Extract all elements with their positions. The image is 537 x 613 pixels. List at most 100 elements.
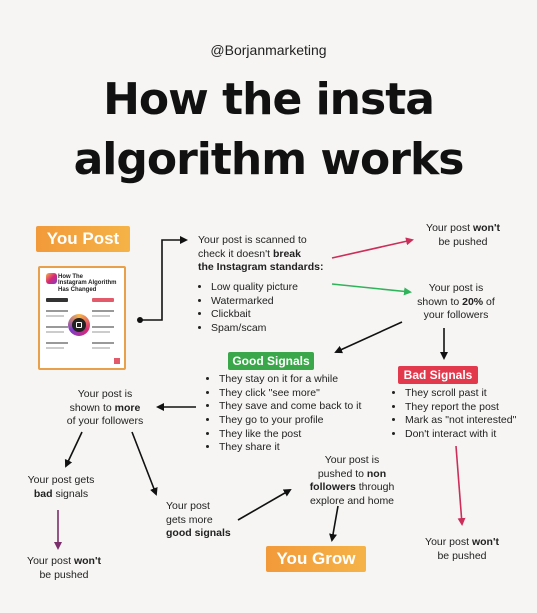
good-signal-item: They stay on it for a while	[219, 373, 376, 387]
good-signal-item: They click "see more"	[219, 387, 376, 401]
good-gets-line-3: good signals	[166, 527, 256, 541]
bad-signal-item: Mark as "not interested"	[405, 414, 532, 428]
non-followers-line-1: Your post is	[324, 454, 380, 466]
good-signals-badge: Good Signals	[228, 352, 314, 370]
bad-gets-line-2: bad signals	[16, 488, 106, 502]
not-pushed-right: Your post won't be pushed	[412, 536, 512, 563]
arrow-20-to-good	[334, 321, 403, 354]
bad-signal-item: They scroll past it	[405, 387, 532, 401]
scan-line-3-bold: the Instagram standards:	[198, 261, 324, 274]
scan-criteria-item: Low quality picture	[211, 281, 334, 295]
not-pushed-left-bold: won't	[73, 555, 101, 567]
shown-more-line-2: shown to more	[50, 402, 160, 416]
good-gets-line-2: gets more	[166, 513, 213, 526]
arrow-post-dot	[137, 317, 143, 323]
bad-gets-line-2-bold: bad	[33, 487, 53, 500]
bad-signals-badge: Bad Signals	[398, 366, 478, 384]
not-pushed-right-line-2: be pushed	[437, 549, 487, 562]
arrow-scan-to-20	[331, 283, 412, 296]
shown-20-box: Your post is shown to 20% of your follow…	[400, 282, 512, 323]
non-followers-line-3: followers through	[294, 481, 410, 495]
scan-line-2-bold: break	[272, 247, 301, 260]
scan-line-2: check it doesn't break	[198, 248, 334, 262]
good-signal-item: They share it	[219, 441, 376, 455]
non-followers-line-2: pushed to non	[294, 468, 410, 482]
non-followers-line-2-pre: pushed to	[317, 467, 367, 480]
shown-20-line-2: shown to 20% of	[400, 296, 512, 310]
scan-criteria-item: Clickbait	[211, 308, 334, 322]
not-pushed-left-pre: Your post	[27, 555, 74, 567]
shown-more-box: Your post is shown to more of your follo…	[50, 388, 160, 429]
shown-more-line-3: of your followers	[66, 415, 144, 428]
good-gets-line-1: Your post	[166, 500, 210, 512]
title-line-1: How the insta	[103, 74, 435, 125]
thumbnail-title-3: Has Changed	[58, 286, 97, 293]
scan-line-3: the Instagram standards:	[198, 261, 334, 275]
not-pushed-left: Your post won't be pushed	[14, 555, 114, 582]
non-followers-box: Your post is pushed to non followers thr…	[294, 454, 410, 509]
shown-more-line-2-pre: shown to	[69, 401, 115, 414]
scan-criteria-item: Spam/scam	[211, 322, 334, 336]
non-followers-line-4: explore and home	[309, 494, 395, 507]
shown-20-line-2-post: of	[483, 295, 495, 308]
bad-signal-item: They report the post	[405, 401, 532, 415]
bad-gets-line-2-post: signals	[52, 487, 89, 500]
thumbnail-tag-left	[46, 298, 68, 302]
shown-20-line-1: Your post is	[428, 282, 484, 294]
arrow-scan-to-not-pushed	[331, 237, 414, 259]
not-pushed-right-bold: won't	[471, 536, 499, 548]
not-pushed-left-line-1: Your post won't	[14, 555, 114, 569]
not-pushed-left-line-2: be pushed	[39, 568, 89, 581]
thumbnail-tag-right	[92, 298, 114, 302]
bad-signals-box: They scroll past it They report the post…	[392, 387, 532, 442]
bad-gets-line-1: Your post gets	[27, 474, 95, 486]
scan-line-2-text: check it doesn't	[198, 247, 273, 260]
instagram-logo-icon	[46, 273, 57, 284]
you-post-badge: You Post	[36, 226, 130, 252]
arrow-post-to-scan	[140, 236, 188, 321]
author-handle: @Borjanmarketing	[210, 42, 327, 58]
shown-more-line-2-bold: more	[114, 401, 141, 414]
bad-gets-box: Your post gets bad signals	[16, 474, 106, 501]
not-pushed-right-line-1: Your post won't	[412, 536, 512, 550]
post-thumbnail: How The Instagram Algorithm Has Changed	[38, 266, 126, 370]
arrow-more-to-bad-gets	[64, 431, 83, 468]
arrow-bad-to-not-pushed	[455, 445, 466, 526]
non-followers-line-2-bold: non	[366, 467, 387, 480]
non-followers-line-3-bold: followers	[309, 481, 356, 494]
thumbnail-ring-icon	[68, 314, 90, 336]
good-gets-line-3-bold: good signals	[166, 527, 231, 540]
scan-criteria-list: Low quality picture Watermarked Clickbai…	[198, 281, 334, 336]
scan-criteria-item: Watermarked	[211, 295, 334, 309]
title-line-2: algorithm works	[73, 134, 465, 185]
not-pushed-top-pre: Your post	[426, 222, 473, 234]
thumbnail-title-2: Instagram Algorithm	[58, 280, 117, 287]
thumbnail-title: How The Instagram Algorithm Has Changed	[58, 274, 116, 293]
not-pushed-top: Your post won't be pushed	[408, 222, 518, 249]
good-signal-item: They go to your profile	[219, 414, 376, 428]
not-pushed-top-line-1: Your post won't	[408, 222, 518, 236]
not-pushed-top-bold: won't	[472, 222, 500, 234]
non-followers-line-3-post: through	[355, 481, 395, 494]
shown-20-line-3: your followers	[423, 309, 489, 322]
good-signals-box: They stay on it for a while They click "…	[206, 373, 376, 455]
scan-box: Your post is scanned to check it doesn't…	[198, 234, 334, 335]
scan-line-1: Your post is scanned to	[198, 234, 307, 246]
arrow-more-to-good-gets	[131, 431, 158, 496]
good-signals-list: They stay on it for a while They click "…	[206, 373, 376, 455]
bad-signals-list: They scroll past it They report the post…	[392, 387, 532, 442]
arrow-good-gets-to-non-followers	[237, 489, 292, 521]
shown-20-line-2-bold: 20%	[462, 295, 484, 308]
not-pushed-right-pre: Your post	[425, 536, 472, 548]
shown-20-line-2-pre: shown to	[417, 295, 463, 308]
thumbnail-title-1: How The	[58, 274, 83, 280]
good-gets-box: Your post gets more good signals	[166, 500, 256, 541]
good-signal-item: They like the post	[219, 428, 376, 442]
shown-more-line-1: Your post is	[77, 388, 133, 400]
arrow-non-followers-to-grow	[329, 505, 339, 542]
bad-signal-item: Don't interact with it	[405, 428, 532, 442]
you-grow-badge: You Grow	[266, 546, 366, 572]
not-pushed-top-line-2: be pushed	[438, 235, 488, 248]
